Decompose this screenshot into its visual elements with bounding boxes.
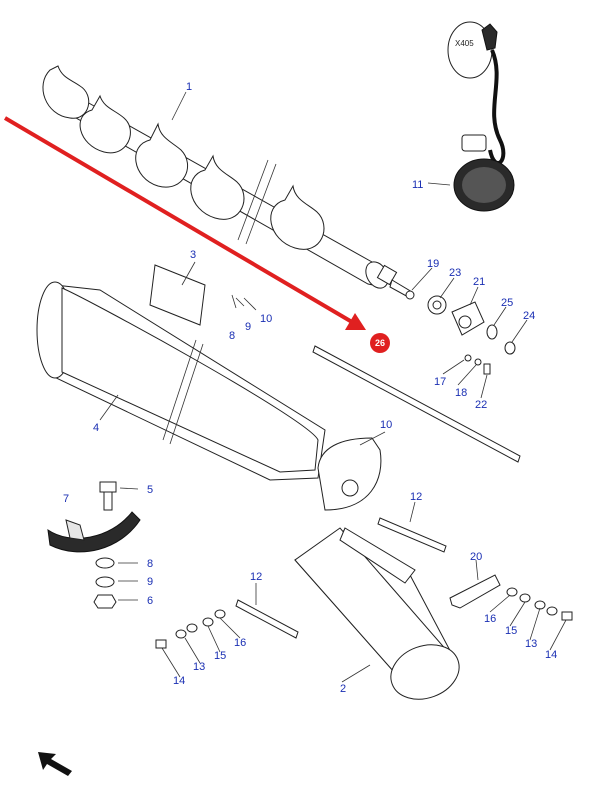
label-18: 18 <box>455 387 467 399</box>
callout-26: 26 <box>370 333 390 353</box>
label-17: 17 <box>434 376 446 388</box>
label-19: 19 <box>427 258 439 270</box>
label-7: 7 <box>63 493 69 505</box>
label-16a: 16 <box>234 637 246 649</box>
bearing-group <box>405 290 516 375</box>
bracket <box>449 574 501 609</box>
auger-flights <box>42 65 325 250</box>
washer-9 <box>95 576 115 588</box>
label-22: 22 <box>475 399 487 411</box>
connector-label: X405 <box>455 39 474 48</box>
label-10b: 10 <box>380 419 392 431</box>
label-20: 20 <box>470 551 482 563</box>
part-labels: 1 2 3 4 5 6 7 8 8 9 9 10 10 11 12 12 13 … <box>63 81 557 695</box>
strip-bar-upper <box>312 345 521 553</box>
label-3: 3 <box>190 249 196 261</box>
sensor-assembly: X405 <box>447 21 515 212</box>
label-9a: 9 <box>245 321 251 333</box>
callout-26-label: 26 <box>375 338 385 348</box>
trough-cover <box>36 281 326 481</box>
label-15b: 15 <box>505 625 517 637</box>
label-14a: 14 <box>173 675 185 687</box>
inspection-plate <box>149 264 206 326</box>
fastener-set-right <box>506 587 573 621</box>
washer-8 <box>95 557 115 569</box>
label-4: 4 <box>93 422 99 434</box>
label-16b: 16 <box>484 613 496 625</box>
label-11: 11 <box>412 179 423 191</box>
label-15a: 15 <box>214 650 226 662</box>
direction-arrow-icon <box>38 752 72 776</box>
label-14b: 14 <box>545 649 557 661</box>
label-10a: 10 <box>260 313 272 325</box>
fastener-set-left <box>155 609 226 649</box>
label-12a: 12 <box>410 491 422 503</box>
scraper-7 <box>47 511 141 553</box>
hopper-chute <box>294 527 460 700</box>
leader-lines <box>99 91 567 683</box>
label-6: 6 <box>147 595 153 607</box>
label-5: 5 <box>147 484 153 496</box>
label-23: 23 <box>449 267 461 279</box>
label-13a: 13 <box>193 661 205 673</box>
strip-bar-lower <box>235 599 299 639</box>
label-8a: 8 <box>229 330 235 342</box>
label-1: 1 <box>186 81 192 93</box>
label-25: 25 <box>501 297 513 309</box>
nut-6 <box>93 594 117 609</box>
end-disc <box>317 437 382 511</box>
label-8b: 8 <box>147 558 153 570</box>
highlight-arrow <box>3 116 366 330</box>
label-9b: 9 <box>147 576 153 588</box>
label-12b: 12 <box>250 571 262 583</box>
label-2: 2 <box>340 683 346 695</box>
label-13b: 13 <box>525 638 537 650</box>
label-24: 24 <box>523 310 535 322</box>
label-21: 21 <box>473 276 485 288</box>
bolt-5 <box>99 481 117 511</box>
